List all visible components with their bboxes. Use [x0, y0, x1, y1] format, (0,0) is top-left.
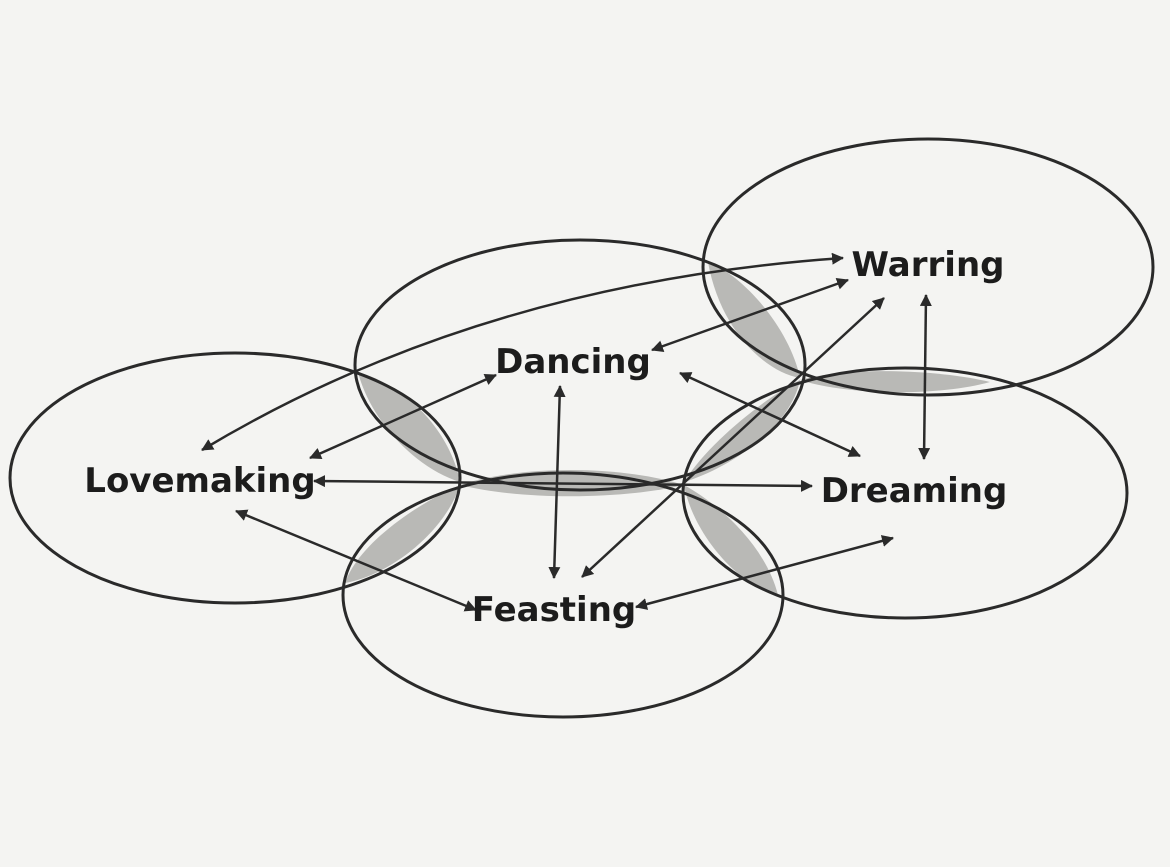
relation-arrows	[201, 252, 932, 612]
overlap-lovemaking-feasting	[345, 485, 460, 583]
arrow-warring-dreaming	[918, 294, 932, 460]
label-feasting: Feasting	[472, 590, 637, 630]
activity-ellipses	[8, 137, 1155, 719]
label-lovemaking: Lovemaking	[84, 461, 315, 501]
arrow-feasting-dreaming	[635, 535, 894, 610]
arrow-lovemaking-dancing	[309, 373, 497, 460]
node-labels: Warring Dancing Lovemaking Dreaming Feas…	[84, 245, 1007, 630]
arrow-dancing-dreaming	[679, 371, 861, 458]
label-dancing: Dancing	[495, 342, 651, 382]
arrow-lovemaking-warring	[201, 252, 844, 452]
label-dreaming: Dreaming	[821, 471, 1008, 511]
arrow-lovemaking-feasting	[235, 509, 477, 612]
arrow-dancing-feasting	[548, 385, 566, 579]
label-warring: Warring	[852, 245, 1005, 285]
